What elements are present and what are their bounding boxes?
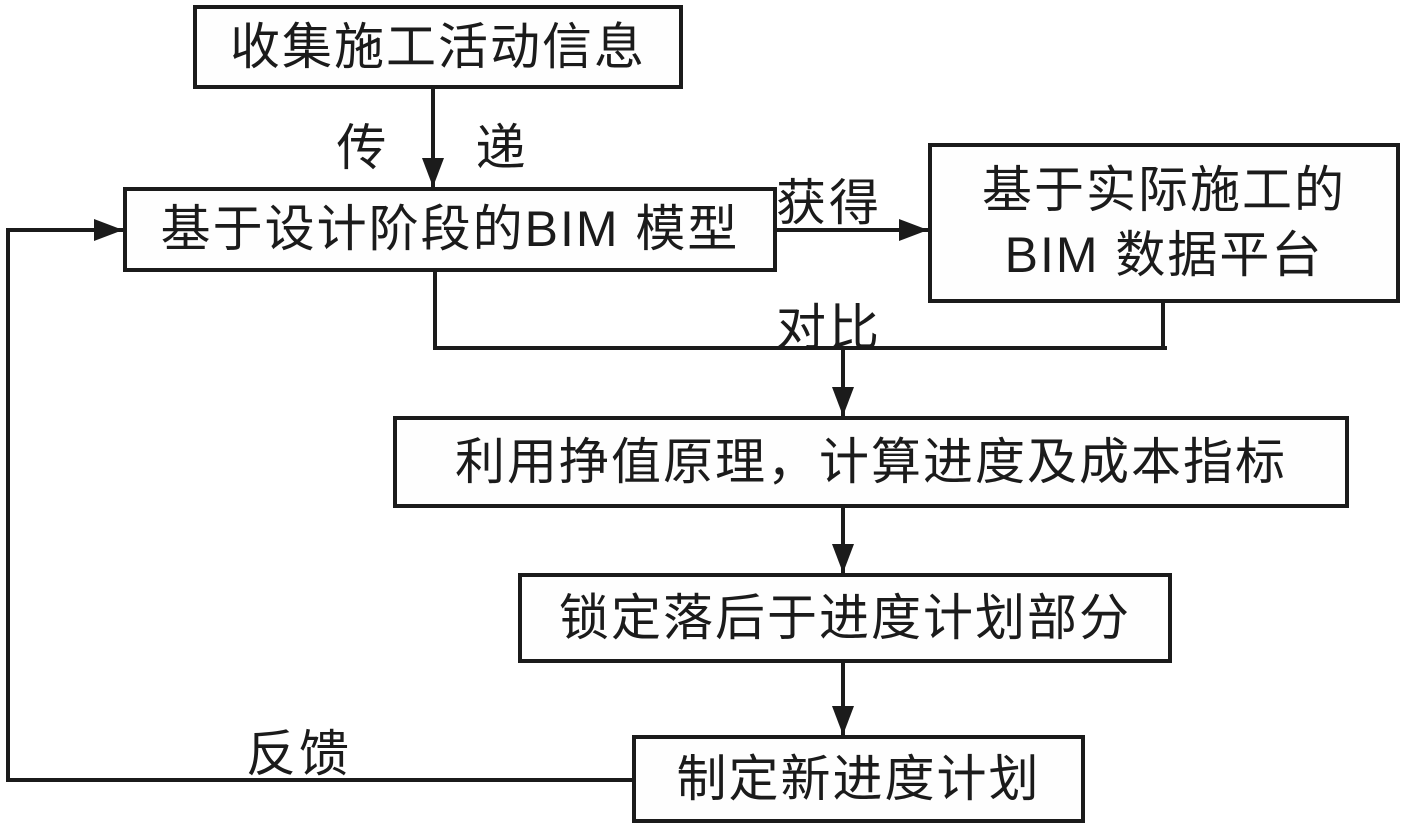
- label-transmit-right: 递: [475, 120, 529, 176]
- node-bim-data-platform: 基于实际施工的 BIM 数据平台: [928, 143, 1400, 303]
- label-transmit-left: 传: [336, 120, 390, 176]
- node-bim-data-platform-line1: 基于实际施工的: [982, 162, 1346, 218]
- connector-feedback-left: [6, 228, 10, 782]
- connector-transmit: [431, 88, 435, 187]
- label-feedback: 反馈: [246, 726, 352, 782]
- arrowhead-feedback-right-icon: [94, 219, 123, 241]
- label-obtain: 获得: [776, 175, 882, 231]
- connector-compare-bottom: [433, 346, 1167, 350]
- arrowhead-transmit-down-icon: [422, 158, 444, 187]
- node-lock-behind-schedule-label: 锁定落后于进度计划部分: [559, 589, 1131, 646]
- connector-compare-left: [433, 271, 437, 350]
- node-earned-value: 利用挣值原理，计算进度及成本指标: [393, 416, 1349, 508]
- connector-obtain: [777, 228, 928, 232]
- connector-feedback-bottom: [6, 778, 632, 782]
- node-new-schedule-plan-label: 制定新进度计划: [676, 750, 1041, 807]
- node-bim-data-platform-label: 基于实际施工的 BIM 数据平台: [982, 158, 1346, 288]
- connector-feedback-stub: [6, 228, 123, 232]
- node-collect-info-label: 收集施工活动信息: [230, 18, 646, 75]
- arrowhead-compare-down-icon: [832, 387, 854, 416]
- connector-lock-to-plan: [841, 662, 845, 735]
- node-collect-info: 收集施工活动信息: [193, 5, 683, 89]
- node-new-schedule-plan: 制定新进度计划: [632, 735, 1085, 823]
- connector-compare-right: [1161, 302, 1165, 350]
- arrowhead-lock-to-plan-down-icon: [832, 706, 854, 735]
- node-bim-design-model-label: 基于设计阶段的BIM 模型: [160, 201, 740, 257]
- label-compare: 对比: [776, 300, 882, 356]
- node-bim-data-platform-line2: BIM 数据平台: [1004, 227, 1324, 283]
- node-bim-design-model: 基于设计阶段的BIM 模型: [123, 187, 777, 272]
- node-earned-value-label: 利用挣值原理，计算进度及成本指标: [455, 433, 1287, 490]
- connector-ev-to-lock: [841, 508, 845, 573]
- connector-compare-drop: [841, 348, 845, 416]
- arrowhead-obtain-right-icon: [899, 219, 928, 241]
- node-lock-behind-schedule: 锁定落后于进度计划部分: [518, 573, 1172, 663]
- arrowhead-ev-to-lock-down-icon: [832, 544, 854, 573]
